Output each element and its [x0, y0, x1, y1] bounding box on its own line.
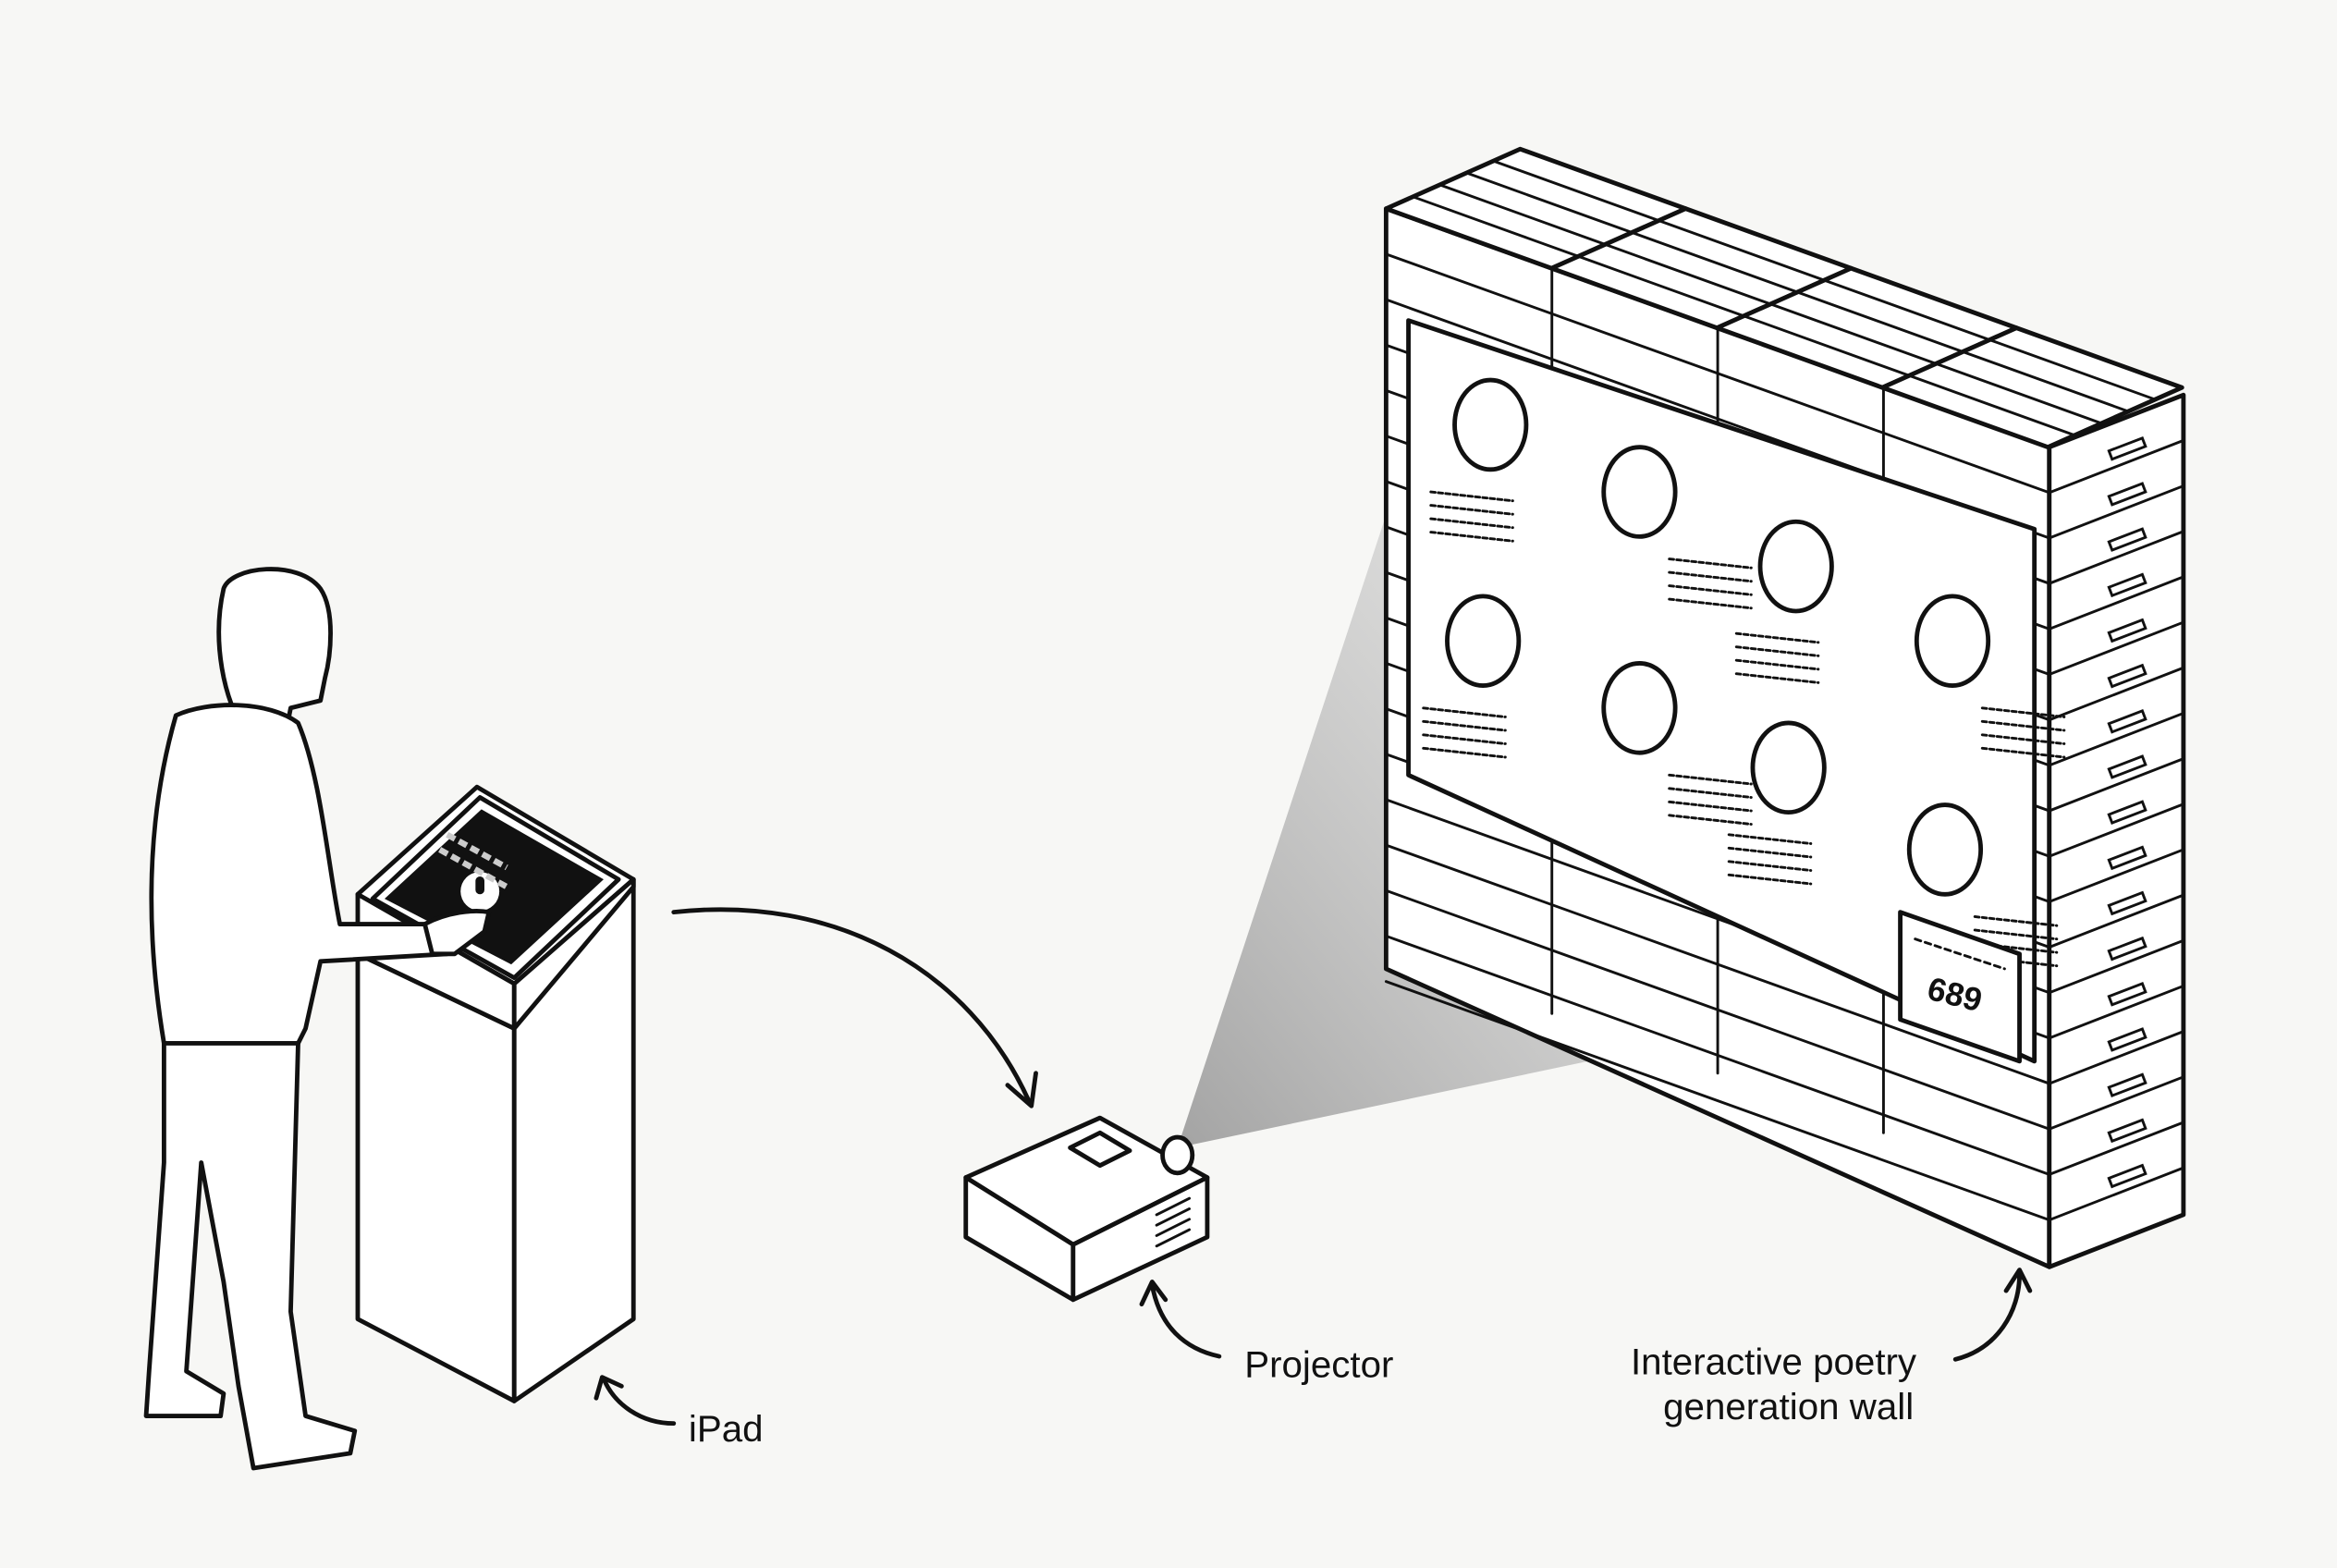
- crate-handle: [2107, 845, 2147, 871]
- crate-handle: [2107, 800, 2147, 825]
- crate-row-line: [1384, 934, 2185, 1176]
- crate-handle: [2107, 663, 2147, 689]
- wall-label-line1: Interactive poetry: [1631, 1341, 1917, 1382]
- poem-text-line: [1727, 846, 1813, 859]
- poem-text-line: [1668, 773, 1753, 786]
- microphone-icon: [475, 876, 485, 895]
- crate-handle: [2107, 527, 2147, 552]
- top-crate: [1714, 265, 2019, 390]
- poem-text-line: [1429, 490, 1514, 503]
- crate-row-line: [1384, 298, 2185, 540]
- bell-pepper-illustration: [1757, 519, 1834, 614]
- orange-illustration: [1914, 594, 1991, 689]
- crate-row-line: [1384, 252, 2185, 495]
- poem-text-line: [1973, 915, 2059, 927]
- ipad-pointer-arrow: [593, 1375, 677, 1427]
- poem-text-line: [1668, 584, 1753, 596]
- poem-text-line: [1734, 631, 1820, 644]
- poem-text-line: [1734, 645, 1820, 657]
- crate-handle: [2107, 1072, 2147, 1097]
- crate-handle: [2107, 1163, 2147, 1189]
- crate-handle: [2107, 936, 2147, 962]
- crate-handle: [2107, 1027, 2147, 1052]
- projector: [963, 1115, 1210, 1303]
- poem-text-line: [1422, 733, 1507, 745]
- projector-label: Projector: [1244, 1344, 1393, 1386]
- carrot-illustration: [1601, 660, 1678, 755]
- top-crate: [1879, 325, 2184, 450]
- poem-text-line: [1429, 531, 1514, 543]
- tomato-illustration: [1445, 594, 1522, 689]
- poem-text-line: [1727, 860, 1813, 872]
- poem-text-line: [1668, 800, 1753, 813]
- squash-illustration: [1906, 802, 1984, 897]
- poem-text-line: [1727, 873, 1813, 886]
- ipad-label: iPad: [689, 1408, 764, 1450]
- person-figure: [143, 567, 492, 1471]
- poem-text-line: [1980, 706, 2066, 718]
- poem-text-line: [1422, 746, 1507, 759]
- flow-arrow: [671, 907, 1038, 1109]
- poem-text-line: [1980, 733, 2066, 745]
- poem-text-line: [1668, 570, 1753, 583]
- apple-illustration: [1750, 720, 1827, 815]
- crate-handle: [2107, 572, 2147, 598]
- poem-text-line: [1668, 814, 1753, 826]
- top-crate: [1383, 146, 1688, 271]
- poem-text-line: [1422, 706, 1507, 718]
- ipad-kiosk: [355, 784, 636, 1403]
- crate-handle: [2107, 482, 2147, 507]
- crate-handle: [2107, 708, 2147, 734]
- lemon-illustration: [1452, 377, 1529, 472]
- crate-handle: [2107, 981, 2147, 1007]
- radish-illustration: [1601, 445, 1678, 539]
- projected-screen: 689: [1406, 318, 2066, 1064]
- poem-text-line: [1980, 746, 2066, 759]
- crate-handle: [2107, 754, 2147, 779]
- poem-text-line: [1429, 517, 1514, 530]
- total-poems-counter: 689: [1898, 910, 2022, 1064]
- poem-text-line: [1668, 787, 1753, 799]
- poem-text-line: [1668, 597, 1753, 610]
- projector-pointer-arrow: [1139, 1280, 1222, 1359]
- poem-text-line: [1973, 928, 2059, 941]
- crate-handle: [2107, 618, 2147, 643]
- poem-text-line: [1429, 504, 1514, 516]
- wall-pointer-arrow: [1952, 1268, 2033, 1362]
- poem-text-line: [1980, 719, 2066, 732]
- crate-handle: [2107, 1118, 2147, 1144]
- poem-text-line: [1422, 719, 1507, 732]
- crate-handle: [2107, 435, 2147, 461]
- crate-row-line: [1384, 843, 2185, 1085]
- poem-text-line: [1734, 658, 1820, 671]
- poem-text-line: [1727, 833, 1813, 845]
- crate-row-line: [1384, 798, 2185, 1040]
- crate-handle: [2107, 890, 2147, 916]
- poem-text-line: [1668, 557, 1753, 570]
- crate-row-line: [1384, 888, 2185, 1131]
- wall-label-line2: generation wall: [1663, 1386, 1914, 1427]
- crate-row-line: [1384, 980, 2185, 1222]
- poem-text-line: [1734, 672, 1820, 684]
